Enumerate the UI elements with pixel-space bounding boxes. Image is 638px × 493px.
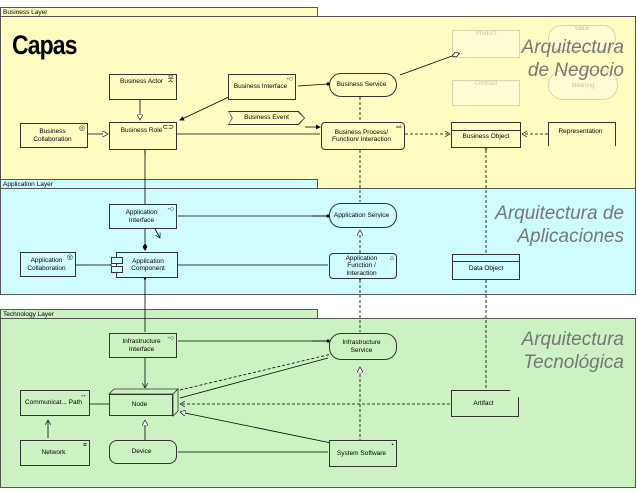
ghost-contract: Contract [452, 80, 520, 106]
component-icon-lower [111, 266, 123, 273]
business-event-label: Business Event [244, 114, 289, 122]
business-event-node[interactable]: Business Event [228, 111, 305, 125]
application-function-label: Application Function / Interaction [345, 254, 378, 277]
business-layer [0, 16, 636, 189]
application-component-label: Application Component [131, 257, 165, 273]
system-software-icon: ◔ [389, 442, 394, 449]
business-object-node[interactable]: Business Object [451, 122, 521, 148]
interface-icon: -○ [167, 206, 174, 213]
title-aplicaciones: Arquitectura de Aplicaciones [495, 202, 624, 248]
title-negocio-line1: Arquitectura [521, 37, 624, 58]
application-layer [0, 188, 636, 295]
ghost-product-label: Product [475, 31, 497, 37]
business-interface-node[interactable]: Business Interface-○ [228, 74, 296, 100]
application-collaboration-node[interactable]: Application Collaboration◎ [20, 252, 76, 277]
application-function-node[interactable]: Application Function / Interaction ⌂ [329, 253, 397, 279]
communication-path-label: Communicat... Path [24, 399, 83, 407]
communication-path-node[interactable]: Communicat... Path↔ [20, 390, 90, 416]
component-icon [111, 257, 123, 264]
representation-label: Representation [558, 127, 603, 135]
artifact-label: Artifact [473, 399, 494, 407]
node-node[interactable]: Node [109, 394, 173, 416]
business-object-label: Business Object [462, 133, 510, 140]
business-process-label: Business Process/ Function/ Interaction [332, 128, 391, 144]
business-service-node[interactable]: Business Service [329, 73, 397, 97]
data-object-header [453, 255, 519, 262]
collaboration-icon: ◎ [78, 125, 85, 132]
business-collaboration-label: Business Collaboration [33, 128, 72, 143]
business-role-label: Business Role [120, 127, 163, 134]
actor-icon: 웃 [167, 76, 174, 83]
ghost-value-label: Value [574, 26, 590, 32]
system-software-node[interactable]: System Software◔ [329, 440, 397, 467]
title-negocio: Arquitectura de Negocio [522, 36, 624, 82]
infrastructure-interface-node[interactable]: Infrastructure Interface -○ [109, 333, 177, 358]
application-service-node[interactable]: Application Service [329, 203, 397, 228]
infrastructure-service-node[interactable]: Infrastructure Service [329, 333, 397, 360]
data-object-label: Data Object [468, 265, 504, 272]
interface-icon: -○ [167, 335, 174, 342]
process-icon: ⇨ [396, 124, 402, 131]
business-actor-node[interactable]: Business Actor 웃 [109, 74, 177, 100]
business-interface-label: Business Interface [233, 83, 288, 91]
application-component-node[interactable]: Application Component [116, 252, 178, 278]
ghost-value: Value [548, 25, 616, 51]
node-label: Node [131, 401, 148, 409]
device-label: Device [131, 448, 152, 456]
title-tecnologica: Arquitectura Tecnológica [522, 328, 624, 374]
application-interface-node[interactable]: Application Interface -○ [109, 204, 177, 229]
device-node[interactable]: Device [109, 440, 177, 464]
title-tecnologica-line2: Tecnológica [523, 352, 624, 373]
infrastructure-service-label: Infrastructure Service [342, 339, 381, 354]
technology-layer [0, 318, 636, 488]
application-service-label: Application Service [333, 211, 390, 219]
interface-icon: -○ [286, 76, 293, 83]
system-software-label: System Software [336, 449, 387, 457]
network-label: Network [41, 449, 66, 457]
representation-node[interactable]: Representation [548, 122, 616, 146]
title-tecnologica-line1: Arquitectura [521, 329, 624, 350]
business-process-node[interactable]: Business Process/ Function/ Interaction ⇨ [321, 122, 405, 150]
artifact-node[interactable]: Artifact [451, 390, 519, 417]
application-interface-label: Application Interface [125, 209, 158, 224]
title-negocio-line2: de Negocio [527, 60, 624, 81]
infrastructure-interface-label: Infrastructure Interface [122, 338, 161, 353]
business-service-label: Business Service [336, 81, 387, 89]
path-icon: ↔ [80, 392, 87, 399]
ghost-product: Product [452, 30, 520, 58]
title-aplicaciones-line1: Arquitectura de [495, 203, 624, 224]
network-node[interactable]: Network ⌗ [20, 440, 90, 466]
business-role-node[interactable]: Business Role⊂⊃ [109, 122, 177, 150]
business-collaboration-node[interactable]: Business Collaboration ◎ [20, 123, 88, 148]
collaboration-icon: ◎ [66, 254, 73, 261]
title-aplicaciones-line2: Aplicaciones [517, 226, 624, 247]
data-object-node[interactable]: Data Object [452, 254, 520, 280]
ghost-contract-label: Contract [474, 81, 498, 87]
network-icon: ⌗ [83, 442, 87, 449]
ghost-meaning-label: Meaning [571, 83, 595, 89]
business-actor-label: Business Actor [120, 78, 163, 85]
ghost-meaning: Meaning [548, 70, 618, 100]
business-object-header [452, 123, 520, 131]
capas-title: Capas [12, 30, 77, 60]
function-icon: ⌂ [389, 255, 394, 262]
application-collaboration-label: Application Collaboration [27, 257, 66, 272]
role-icon: ⊂⊃ [162, 124, 174, 131]
